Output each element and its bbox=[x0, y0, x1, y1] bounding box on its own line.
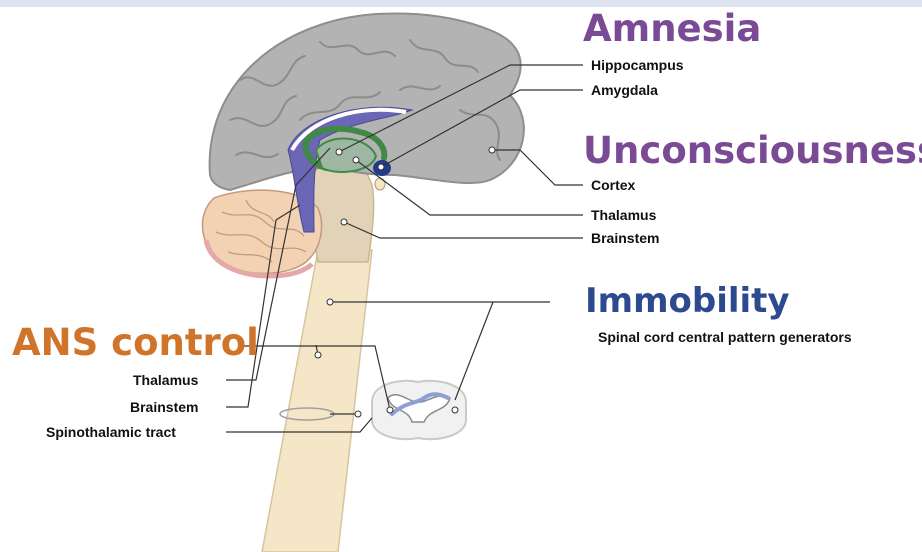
label-brainstem-left: Brainstem bbox=[130, 400, 198, 414]
heading-immobility: Immobility bbox=[585, 284, 790, 318]
label-amygdala: Amygdala bbox=[591, 83, 658, 97]
label-brainstem-right: Brainstem bbox=[591, 231, 659, 245]
label-spinothalamic-tract: Spinothalamic tract bbox=[46, 425, 176, 439]
heading-ans-control: ANS control bbox=[12, 324, 259, 361]
label-thalamus-left: Thalamus bbox=[133, 373, 198, 387]
heading-amnesia: Amnesia bbox=[583, 10, 761, 47]
label-spinal-cpg: Spinal cord central pattern generators bbox=[598, 330, 852, 344]
spinal-cord bbox=[262, 250, 372, 552]
label-cortex: Cortex bbox=[591, 178, 635, 192]
label-thalamus-right: Thalamus bbox=[591, 208, 656, 222]
label-hippocampus: Hippocampus bbox=[591, 58, 684, 72]
heading-unconsciousness: Unconsciousness bbox=[583, 132, 922, 169]
